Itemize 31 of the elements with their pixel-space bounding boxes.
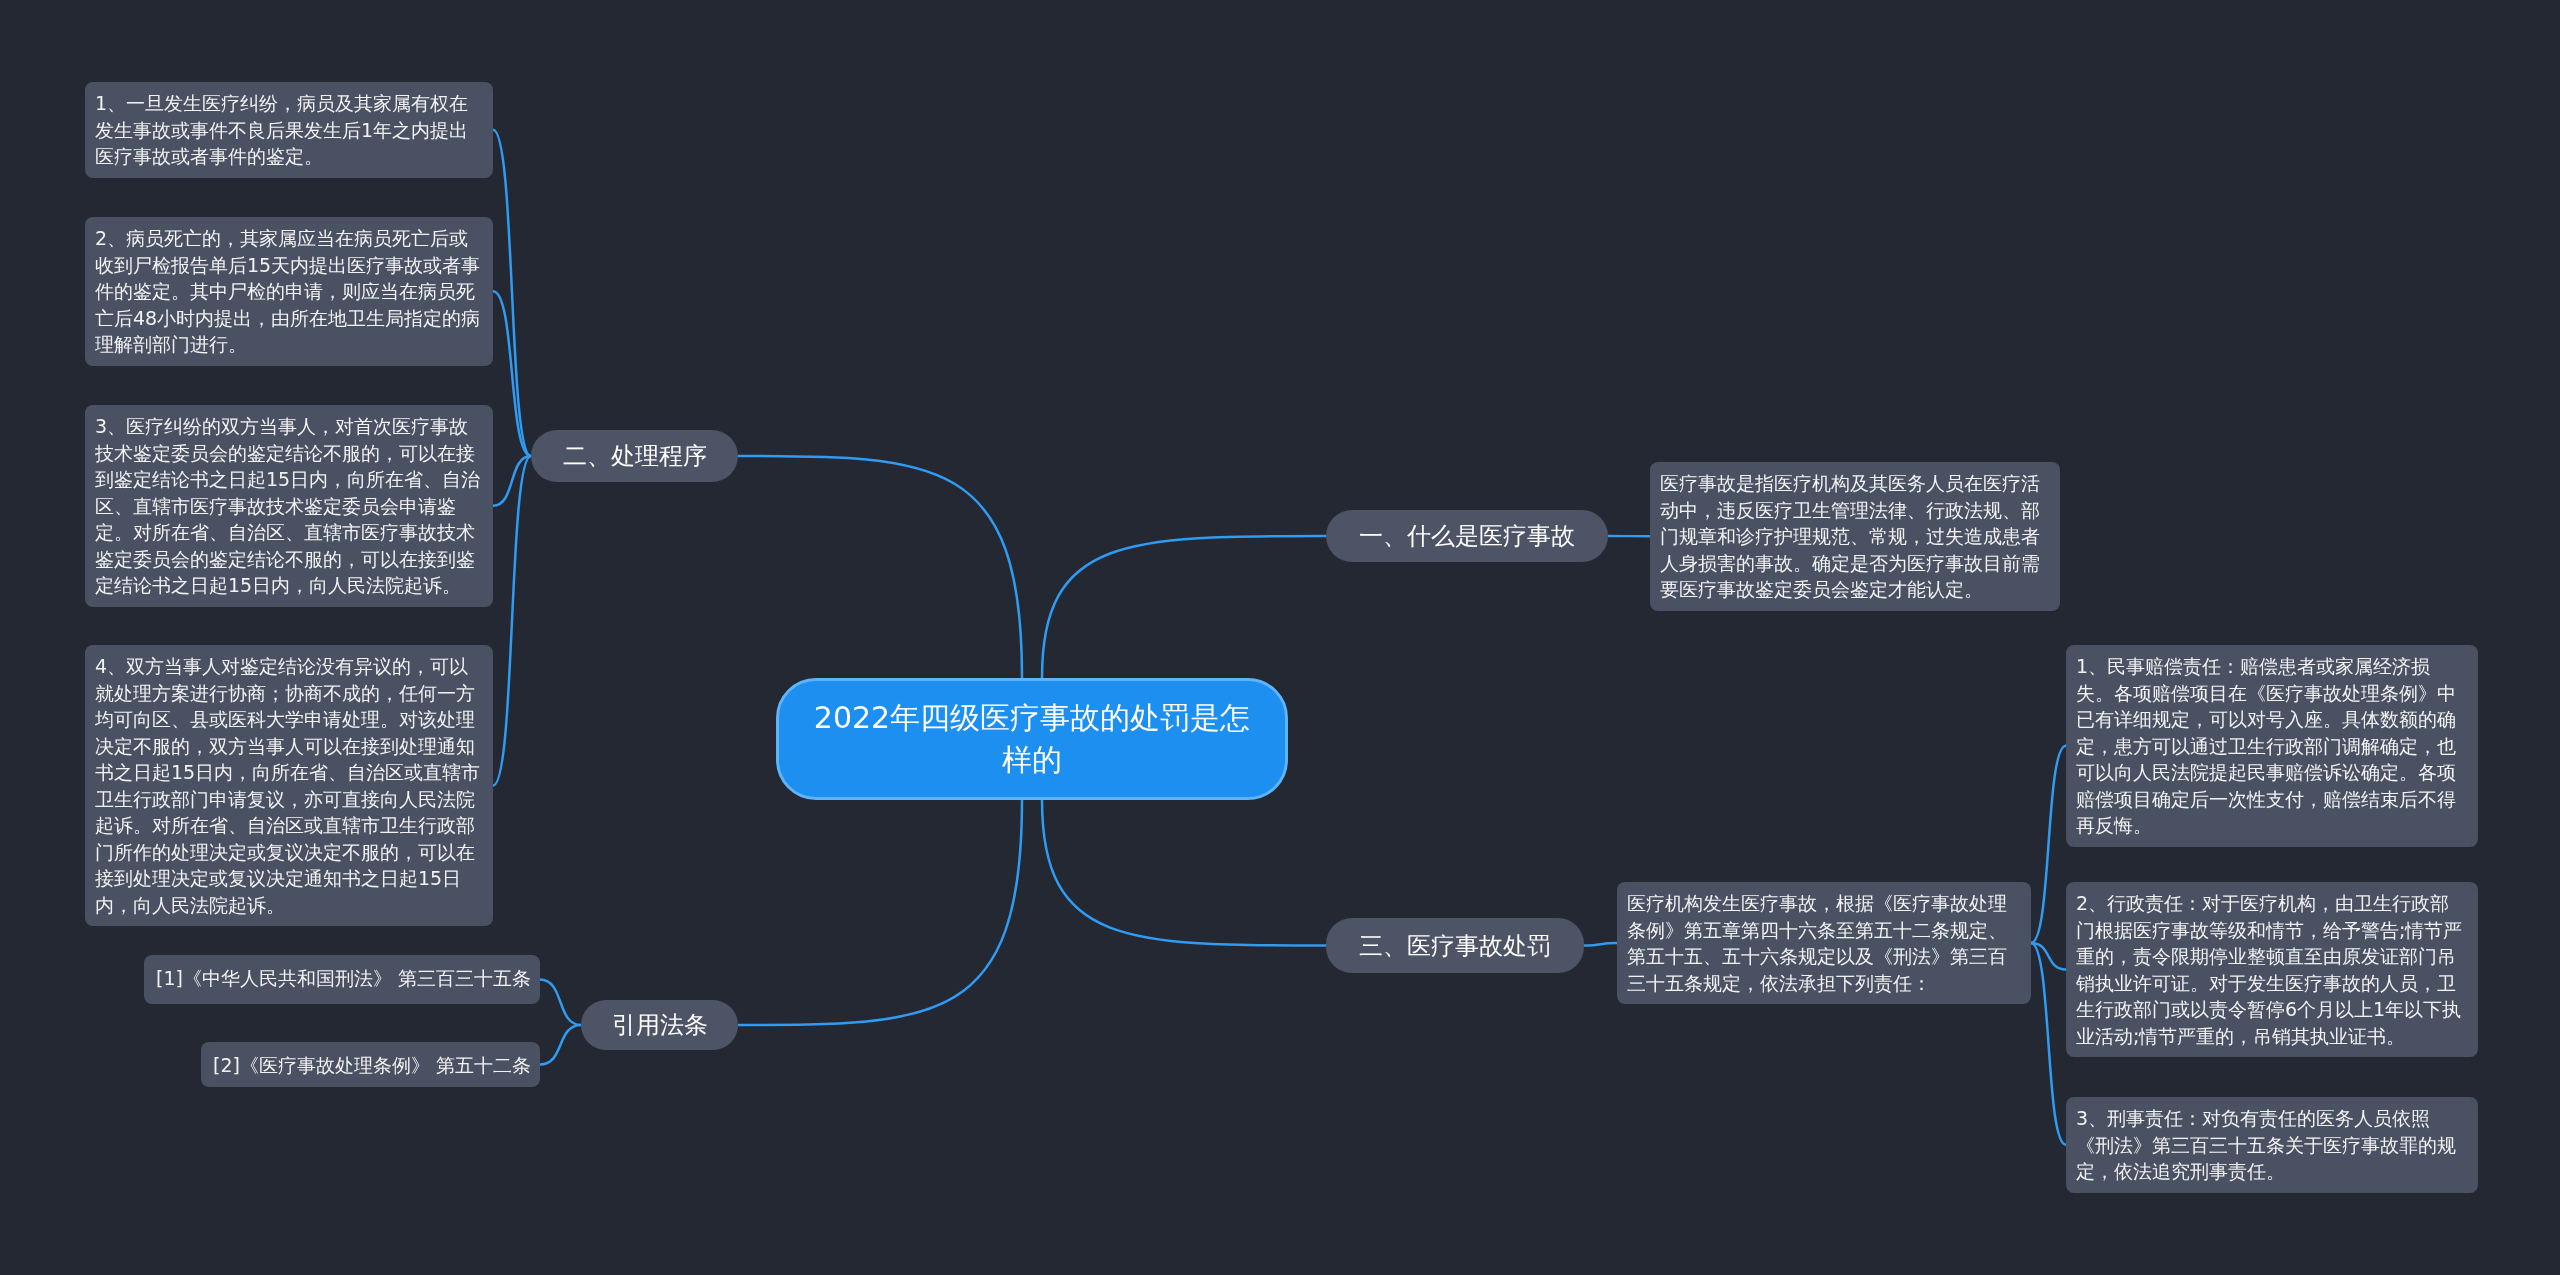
connector [738,799,1024,1027]
topic-pill: 三、医疗事故处罚 [1326,918,1584,973]
text-card: 1、民事赔偿责任：赔偿患者或家属经济损失。各项赔偿项目在《医疗事故处理条例》中已有详细规定，可以对号入座。具体数额的确定，患方可以通过卫生行政部门调解确定，也可以向人民法院提起民事赔偿诉讼确定。各项赔偿项目确定后一次性支付，赔偿结束后不得再反悔。 [2066,645,2478,847]
text-card: 3、刑事责任：对负有责任的医务人员依照《刑法》第三百三十五条关于医疗事故罪的规定，依法追究刑事责任。 [2066,1097,2478,1193]
topic-pill: 引用法条 [581,1000,738,1050]
connector [492,455,532,787]
connector [2030,744,2067,944]
text-card: 1、一旦发生医疗纠纷，病员及其家属有权在发生事故或事件不良后果发生后1年之内提出医疗事故或者事件的鉴定。 [85,82,493,178]
text-card: 2、病员死亡的，其家属应当在病员死亡后或收到尸检报告单后15天内提出医疗事故或者事件的鉴定。其中尸检的申请，则应当在病员死亡后48小时内提出，由所在地卫生局指定的病理解剖部门进行。 [85,217,493,366]
topic-pill: 二、处理程序 [531,430,738,482]
connector [1584,941,1617,947]
connector [2030,941,2067,971]
connector [1608,534,1650,538]
root-topic: 2022年四级医疗事故的处罚是怎样的 [776,678,1288,800]
citation-card: [1]《中华人民共和国刑法》 第三百三十五条 [144,955,540,1004]
connector [539,1023,582,1066]
connector [492,128,532,457]
connector [1040,534,1326,679]
connector [738,454,1024,679]
text-card: 医疗事故是指医疗机构及其医务人员在医疗活动中，违反医疗卫生管理法律、行政法规、部门规章和诊疗护理规范、常规，过失造成患者人身损害的事故。确定是否为医疗事故目前需要医疗事故鉴定委员会鉴定才能认定。 [1650,462,2060,611]
text-card: 医疗机构发生医疗事故，根据《医疗事故处理条例》第五章第四十六条至第五十二条规定、第五十五、五十六条规定以及《刑法》第三百三十五条规定，依法承担下列责任： [1617,882,2031,1004]
connector [2030,942,2067,1146]
connector [492,454,532,507]
connector [492,290,532,458]
topic-pill: 一、什么是医疗事故 [1326,510,1608,562]
connector [539,978,582,1027]
text-card: 3、医疗纠纷的双方当事人，对首次医疗事故技术鉴定委员会的鉴定结论不服的，可以在接到鉴定结论书之日起15日内，向所在省、自治区、直辖市医疗事故技术鉴定委员会申请鉴定。对所在省、自治区、直辖市医疗事故技术鉴定委员会的鉴定结论不服的，可以在接到鉴定结论书之日起15日内，向人民法院起诉。 [85,405,493,607]
text-card: 4、双方当事人对鉴定结论没有异议的，可以就处理方案进行协商；协商不成的，任何一方均可向区、县或医科大学申请处理。对该处理决定不服的，双方当事人可以在接到处理通知书之日起15日内，向所在省、自治区或直辖市卫生行政部门申请复议，亦可直接向人民法院起诉。对所在省、自治区或直辖市卫生行政部门所作的处理决定或复议决定不服的，可以在接到处理决定或复议决定通知书之日起15日内，向人民法院起诉。 [85,645,493,926]
text-card: 2、行政责任：对于医疗机构，由卫生行政部门根据医疗事故等级和情节，给予警告;情节严重的，责令限期停业整顿直至由原发证部门吊销执业许可证。对于发生医疗事故的人员，卫生行政部门或以责令暂停6个月以上1年以下执业活动;情节严重的，吊销其执业证书。 [2066,882,2478,1057]
connector [1040,799,1326,947]
citation-card: [2]《医疗事故处理条例》 第五十二条 [201,1042,540,1087]
